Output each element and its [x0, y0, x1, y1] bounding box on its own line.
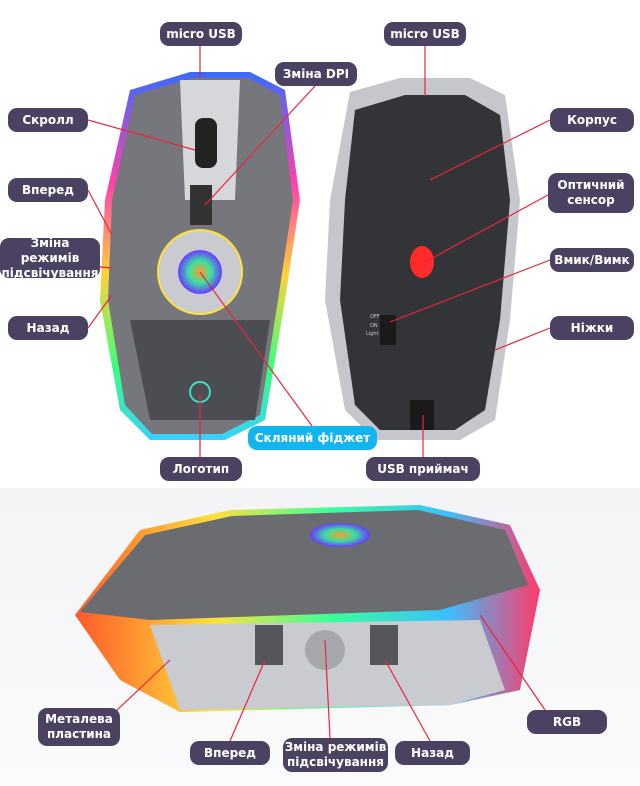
label-body: Корпус — [550, 108, 634, 132]
label-rgb: RGB — [527, 710, 607, 734]
mouse-top-view — [100, 72, 300, 440]
pointer-lines — [87, 46, 551, 742]
label-light-mode: Зміна режимів підсвічування — [0, 235, 100, 280]
label-scroll: Скролл — [8, 108, 88, 132]
label-side-back: Назад — [395, 741, 470, 765]
label-glass-fidget: Скляний фіджет — [248, 426, 377, 450]
label-micro-usb-top: micro USB — [160, 22, 242, 46]
mouse-side-view — [75, 505, 540, 712]
label-dpi: Зміна DPI — [275, 62, 357, 86]
label-micro-usb-bottom: micro USB — [384, 22, 466, 46]
label-optical-sensor: Оптичний сенсор — [548, 173, 634, 213]
switch-light-mark: Light — [366, 331, 379, 337]
label-feet: Ніжки — [550, 316, 634, 340]
label-back: Назад — [8, 316, 88, 340]
label-power: Вмик/Вимк — [550, 248, 634, 272]
switch-off-mark: OFF — [370, 314, 380, 320]
switch-on-mark: ON — [370, 323, 378, 329]
label-metal-plate: Металева пластина — [38, 708, 120, 746]
label-side-forward: Вперед — [190, 741, 270, 765]
label-logo: Логотип — [160, 457, 242, 481]
label-usb-receiver: USB приймач — [366, 457, 480, 481]
label-side-light-mode: Зміна режимів підсвічування — [283, 738, 388, 772]
mouse-bottom-view — [325, 78, 520, 440]
label-forward: Вперед — [8, 178, 88, 202]
